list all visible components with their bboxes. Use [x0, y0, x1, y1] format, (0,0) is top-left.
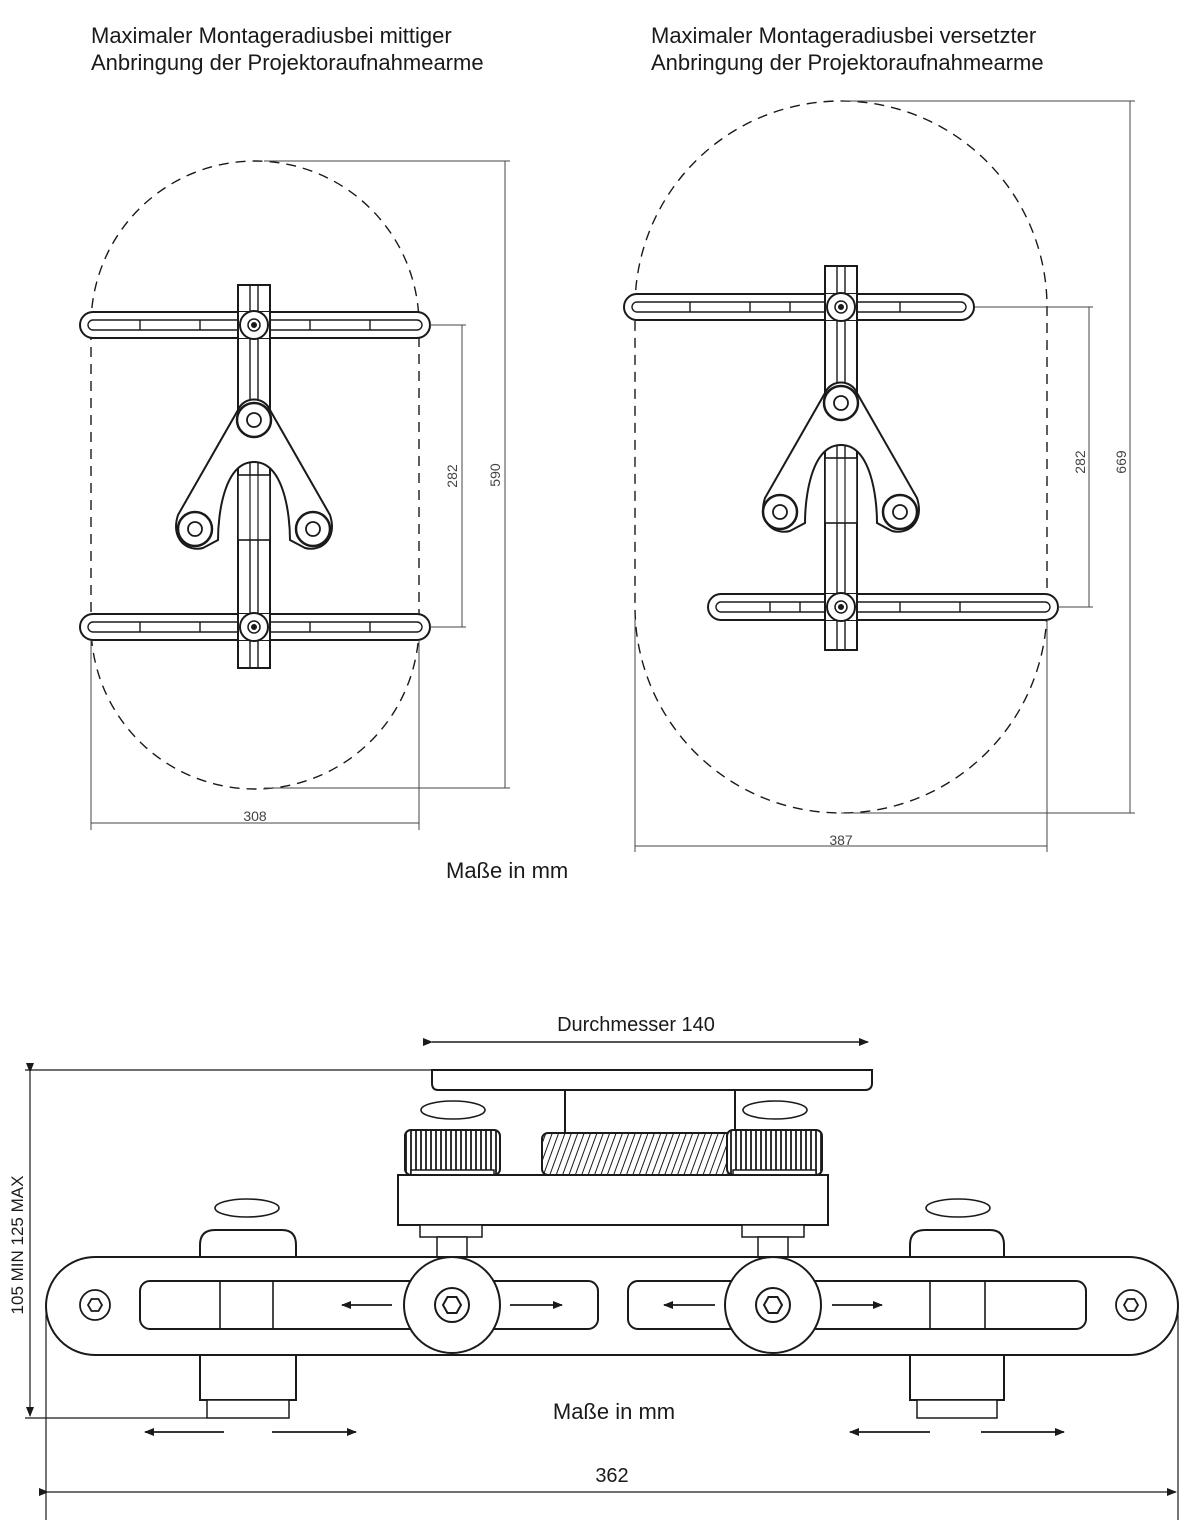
left-envelope-outline: [90, 160, 420, 790]
right-lower-foot: [909, 1354, 1005, 1401]
right-diagram-title-line1: Maximaler Montageradiusbei versetzter: [651, 23, 1037, 48]
left-dimension-lines: [90, 160, 510, 830]
left-knobs: [176, 310, 332, 642]
right-upper-pad: [909, 1229, 1005, 1259]
center-stem: [564, 1089, 736, 1136]
left-upper-pad: [199, 1229, 297, 1259]
side-view-diagram: [25, 1038, 1179, 1520]
right-knobs: [761, 292, 919, 622]
height-range-label: 105 MIN 125 MAX: [8, 1176, 27, 1315]
right-arm-spacing-label: 282: [1072, 450, 1088, 474]
right-height-label: 669: [1113, 450, 1129, 474]
end-screws: [79, 1289, 1147, 1321]
left-arm-spacing-label: 282: [444, 464, 460, 488]
right-width-label: 387: [829, 832, 853, 848]
left-width-label: 308: [243, 808, 267, 824]
right-mount-diagram: [623, 100, 1135, 852]
right-upper-arm: [623, 293, 975, 321]
total-width-label: 362: [595, 1465, 628, 1487]
right-diagram-title-line2: Anbringung der Projektoraufnahmearme: [651, 50, 1044, 75]
units-label-top: Maße in mm: [446, 858, 569, 883]
height-dimension: [25, 1063, 432, 1419]
units-label-bottom: Maße in mm: [553, 1399, 675, 1424]
left-knurled-knob: [404, 1129, 501, 1176]
top-plate: [431, 1069, 873, 1091]
rail-knobs: [403, 1256, 822, 1354]
left-diagram-title-line2: Anbringung der Projektoraufnahmearme: [91, 50, 484, 75]
base-block: [397, 1174, 829, 1226]
right-lower-arm: [707, 593, 1059, 621]
left-triangle-plate: [175, 398, 333, 550]
right-knurled-knob: [726, 1129, 823, 1176]
left-mount-diagram: [79, 160, 510, 830]
left-diagram-title-line1: Maximaler Montageradiusbei mittiger: [91, 23, 452, 48]
rotation-indicators: [214, 1100, 991, 1218]
diameter-label: Durchmesser 140: [557, 1014, 715, 1036]
left-lower-foot: [199, 1354, 297, 1401]
knurled-wheel-center: [541, 1132, 733, 1176]
right-triangle-plate: [762, 381, 920, 533]
total-width-dimension: [39, 1305, 1179, 1520]
motion-arrows: [144, 1301, 1065, 1436]
left-height-label: 590: [487, 463, 503, 487]
right-dimension-lines: [634, 100, 1135, 852]
